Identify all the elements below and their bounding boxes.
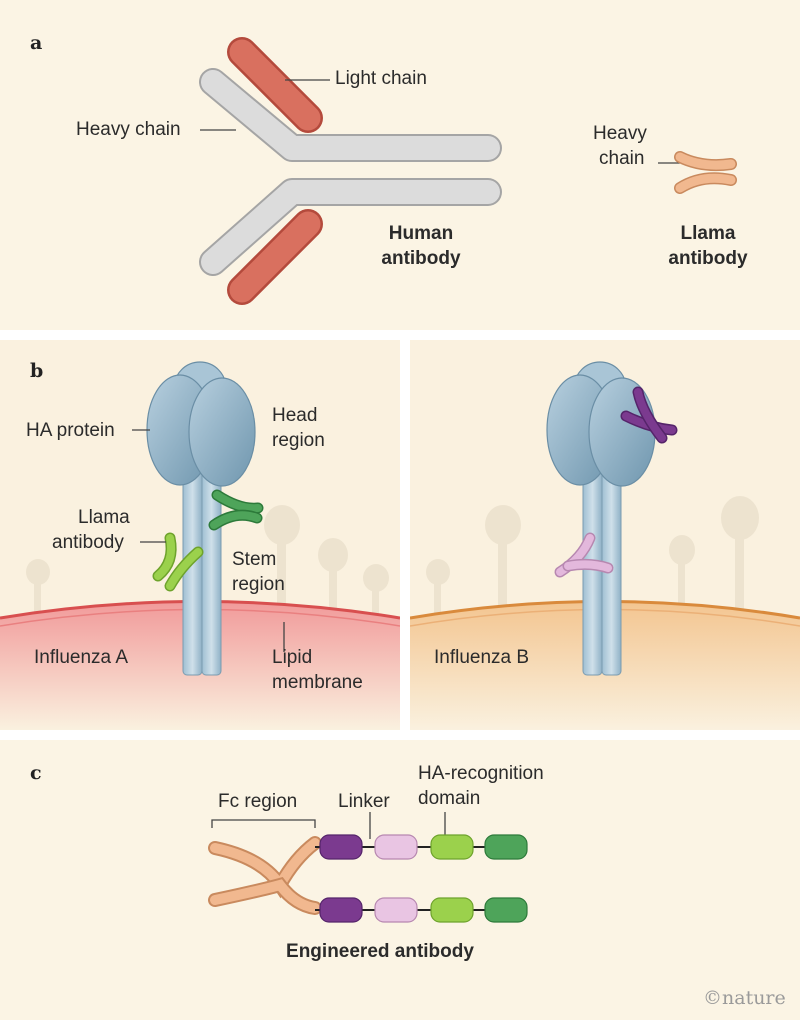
influenza-b-label: Influenza B	[434, 647, 530, 668]
ha-protein-label: HA protein	[26, 420, 115, 441]
panel-c: c Fc region Linker HA-recognit	[0, 740, 800, 1020]
human-light-chain-upper	[227, 37, 323, 133]
panel-letter-b: b	[30, 360, 44, 382]
llama-antibody-a	[674, 151, 737, 194]
domain-chain-lower	[315, 897, 528, 923]
nature-credit-text: nature	[722, 987, 786, 1009]
stem-region-label-2: region	[232, 574, 285, 595]
human-light-chain-lower	[227, 209, 323, 305]
llama-antibody-dark-green	[208, 489, 264, 531]
human-heavy-chain-lower	[199, 178, 502, 276]
panel-a-illustration	[199, 37, 737, 305]
lipid-membrane-label-2: membrane	[272, 672, 363, 693]
ha-head-a	[146, 361, 256, 487]
llama-antibody-title-2: antibody	[668, 248, 748, 269]
engineered-antibody-title: Engineered antibody	[286, 941, 474, 962]
linker-label: Linker	[338, 791, 390, 812]
domain-chain-upper	[315, 834, 528, 860]
fc-region-label: Fc region	[218, 791, 298, 812]
human-antibody-title-1: Human	[388, 223, 454, 244]
human-heavy-chain-upper	[199, 68, 502, 162]
light-chain-label: Light chain	[335, 68, 427, 89]
llama-heavy-chain-label-1: Heavy	[593, 123, 647, 144]
engineered-antibody-illustration	[208, 812, 528, 923]
llama-antibody-purple	[620, 386, 678, 444]
llama-antibody-label-2: antibody	[52, 532, 124, 553]
head-region-label-1: Head	[272, 405, 318, 426]
influenza-a-illustration	[0, 361, 400, 730]
fc-region	[208, 836, 322, 915]
background-ha-ghosts-b	[426, 496, 759, 620]
influenza-b-illustration	[410, 361, 800, 730]
influenza-a-label: Influenza A	[34, 647, 129, 668]
lipid-membrane-label-1: Lipid	[272, 647, 313, 668]
nature-credit: ©nature	[703, 987, 786, 1009]
panel-letter-a: a	[30, 32, 43, 54]
llama-antibody-label-1: Llama	[78, 507, 130, 528]
panel-b-influenza-a: b	[0, 340, 400, 730]
llama-antibody-light-purple	[554, 532, 614, 578]
ha-stem-b	[582, 469, 622, 676]
head-region-label-2: region	[272, 430, 325, 451]
background-ha-ghosts	[26, 505, 389, 627]
heavy-chain-label: Heavy chain	[76, 119, 181, 140]
panel-a: a	[0, 0, 800, 330]
human-antibody-title-2: antibody	[381, 248, 461, 269]
panel-letter-c: c	[30, 762, 42, 784]
stem-region-label-1: Stem	[232, 549, 277, 570]
ha-recognition-label-2: domain	[418, 788, 481, 809]
panel-b-influenza-b: Influenza B	[410, 340, 800, 730]
ha-head-b	[546, 361, 656, 487]
llama-antibody-title-1: Llama	[680, 223, 736, 244]
ha-recognition-label-1: HA-recognition	[418, 763, 544, 784]
llama-antibody-light-green	[152, 532, 204, 592]
llama-heavy-chain-label-2: chain	[599, 148, 645, 169]
ha-stem-a	[182, 469, 222, 676]
